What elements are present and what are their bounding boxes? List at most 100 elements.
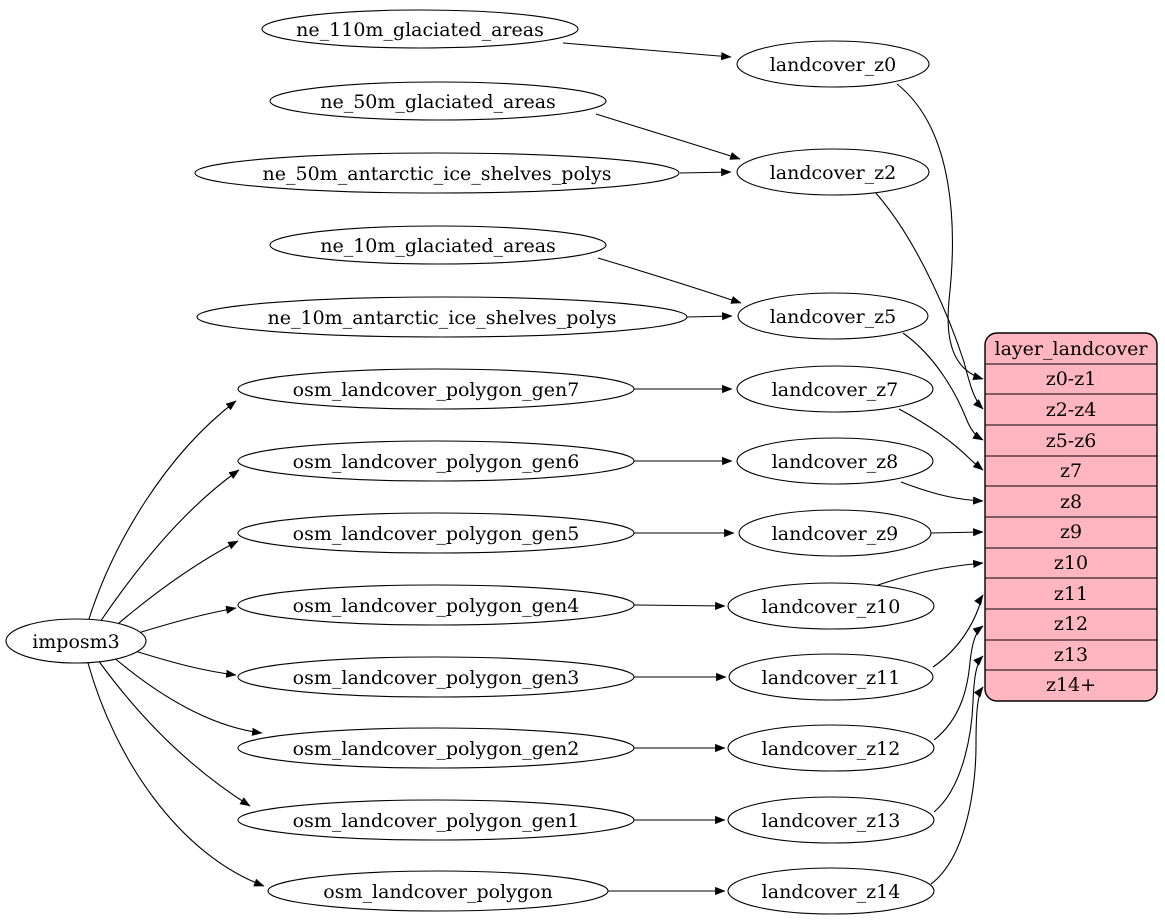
table-row-z10: z10 (1054, 552, 1088, 574)
node-label-osm-landcover-polygon-gen2: osm_landcover_polygon_gen2 (293, 738, 580, 760)
node-ellipse-landcover-z10 (727, 582, 935, 630)
edge-z9-to-row-z9 (930, 528, 984, 537)
table-row-z8: z8 (1060, 491, 1082, 513)
edge-z14-to-row-z14plus (930, 686, 984, 885)
node-label-osm-landcover-polygon-gen4: osm_landcover_polygon_gen4 (293, 595, 580, 617)
node-ellipse-landcover-z5 (737, 292, 929, 340)
edge-imposm3-to-polygon (87, 662, 265, 887)
edge-imposm3-to-gen4 (134, 605, 237, 635)
node-label-landcover-z7: landcover_z7 (772, 379, 899, 401)
node-label-ne-10m-antarctic-ice-shelves-polys: ne_10m_antarctic_ice_shelves_polys (268, 307, 617, 329)
edge-ne10m-antarctic-to-z5 (686, 312, 733, 321)
node-label-osm-landcover-polygon: osm_landcover_polygon (323, 881, 552, 903)
node-landcover-z8: landcover_z8 (736, 437, 934, 485)
table-row-z13: z13 (1054, 644, 1088, 666)
node-osm-landcover-polygon-gen6: osm_landcover_polygon_gen6 (237, 440, 635, 482)
node-label-ne-110m-glaciated-areas: ne_110m_glaciated_areas (296, 19, 544, 41)
node-ellipse-ne-10m-glaciated-areas (269, 225, 607, 265)
node-ellipse-ne-50m-glaciated-areas (269, 81, 607, 121)
node-ne-110m-glaciated-areas: ne_110m_glaciated_areas (261, 9, 579, 49)
node-landcover-z12: landcover_z12 (727, 724, 935, 772)
node-ne-50m-antarctic-ice-shelves-polys: ne_50m_antarctic_ice_shelves_polys (194, 152, 680, 194)
edge-imposm3-to-gen2 (111, 655, 263, 736)
node-label-ne-10m-glaciated-areas: ne_10m_glaciated_areas (320, 235, 556, 257)
node-ellipse-osm-landcover-polygon-gen4 (237, 584, 635, 626)
node-label-osm-landcover-polygon-gen5: osm_landcover_polygon_gen5 (293, 523, 580, 545)
table-row-z12: z12 (1054, 613, 1088, 635)
node-label-osm-landcover-polygon-gen7: osm_landcover_polygon_gen7 (293, 379, 580, 401)
node-label-landcover-z2: landcover_z2 (770, 162, 897, 184)
node-label-imposm3: imposm3 (32, 631, 120, 653)
edge-z12-to-row-z12 (933, 625, 984, 741)
node-label-landcover-z14: landcover_z14 (762, 881, 901, 903)
edge-imposm3-to-gen1 (97, 659, 251, 807)
node-landcover-z9: landcover_z9 (738, 509, 932, 557)
table-row-z0-z1: z0-z1 (1046, 368, 1097, 390)
node-ellipse-landcover-z0 (736, 40, 930, 88)
edge-gen4-to-z10 (633, 601, 726, 610)
edge-z2-to-row-z2-z4 (874, 191, 984, 410)
node-ne-10m-antarctic-ice-shelves-polys: ne_10m_antarctic_ice_shelves_polys (196, 296, 688, 338)
node-ellipse-landcover-z12 (727, 724, 935, 772)
node-label-landcover-z8: landcover_z8 (772, 451, 899, 473)
table-row-z11: z11 (1054, 583, 1088, 605)
edges-layer (87, 42, 984, 896)
edge-imposm3-to-gen5 (111, 540, 239, 630)
node-ellipse-osm-landcover-polygon-gen1 (237, 799, 635, 841)
edge-z8-to-row-z8 (900, 481, 984, 505)
node-landcover-z13: landcover_z13 (727, 796, 935, 844)
node-landcover-z2: landcover_z2 (736, 148, 930, 196)
node-ellipse-osm-landcover-polygon-gen7 (237, 368, 635, 410)
edge-z0-to-row-z0-z1 (896, 83, 984, 381)
node-osm-landcover-polygon-gen7: osm_landcover_polygon_gen7 (237, 368, 635, 410)
edge-imposm3-to-gen7 (87, 400, 237, 623)
node-osm-landcover-polygon-gen2: osm_landcover_polygon_gen2 (237, 727, 635, 769)
edge-imposm3-to-gen3 (134, 650, 237, 678)
node-ellipse-landcover-z14 (727, 867, 935, 915)
table-row-z9: z9 (1060, 521, 1082, 543)
node-ellipse-ne-110m-glaciated-areas (261, 9, 579, 49)
node-osm-landcover-polygon-gen4: osm_landcover_polygon_gen4 (237, 584, 635, 626)
node-landcover-z0: landcover_z0 (736, 40, 930, 88)
node-ellipse-osm-landcover-polygon-gen5 (237, 512, 635, 554)
node-label-landcover-z13: landcover_z13 (762, 810, 901, 832)
node-ellipse-osm-landcover-polygon (267, 870, 609, 912)
edge-z7-to-row-z7 (898, 408, 984, 471)
edge-ne50m-glaciated-to-z2 (595, 113, 741, 160)
node-label-ne-50m-glaciated-areas: ne_50m_glaciated_areas (320, 91, 556, 113)
node-landcover-z10: landcover_z10 (727, 582, 935, 630)
node-landcover-z14: landcover_z14 (727, 867, 935, 915)
edge-imposm3-to-gen6 (97, 469, 240, 626)
edge-ne10m-glaciated-to-z5 (597, 257, 742, 304)
node-label-landcover-z9: landcover_z9 (772, 523, 899, 545)
node-label-landcover-z0: landcover_z0 (770, 54, 897, 76)
edge-z10-to-row-z10 (877, 559, 984, 586)
node-landcover-z5: landcover_z5 (737, 292, 929, 340)
node-label-osm-landcover-polygon-gen6: osm_landcover_polygon_gen6 (293, 451, 580, 473)
node-label-landcover-z10: landcover_z10 (762, 596, 901, 618)
node-ellipse-osm-landcover-polygon-gen3 (237, 656, 635, 698)
node-label-ne-50m-antarctic-ice-shelves-polys: ne_50m_antarctic_ice_shelves_polys (263, 163, 612, 185)
node-ne-10m-glaciated-areas: ne_10m_glaciated_areas (269, 225, 607, 265)
node-ellipse-landcover-z9 (738, 509, 932, 557)
node-ellipse-ne-10m-antarctic-ice-shelves-polys (196, 296, 688, 338)
table-row-z14plus: z14+ (1046, 674, 1096, 696)
edge-z13-to-row-z13 (933, 655, 984, 813)
node-ellipse-osm-landcover-polygon-gen6 (237, 440, 635, 482)
edge-z5-to-row-z5-z6 (902, 332, 984, 441)
node-ellipse-landcover-z7 (736, 365, 934, 413)
edge-z11-to-row-z11 (932, 594, 984, 668)
node-imposm3: imposm3 (5, 618, 147, 664)
node-ellipse-landcover-z8 (736, 437, 934, 485)
table-row-z5-z6: z5-z6 (1046, 430, 1097, 452)
node-label-landcover-z12: landcover_z12 (762, 738, 901, 760)
node-osm-landcover-polygon: osm_landcover_polygon (267, 870, 609, 912)
table-title: layer_landcover (995, 338, 1149, 360)
node-label-landcover-z5: landcover_z5 (770, 306, 897, 328)
edge-ne110m-to-z0 (562, 42, 732, 61)
node-osm-landcover-polygon-gen3: osm_landcover_polygon_gen3 (237, 656, 635, 698)
node-landcover-z7: landcover_z7 (736, 365, 934, 413)
table-row-z7: z7 (1060, 460, 1082, 482)
